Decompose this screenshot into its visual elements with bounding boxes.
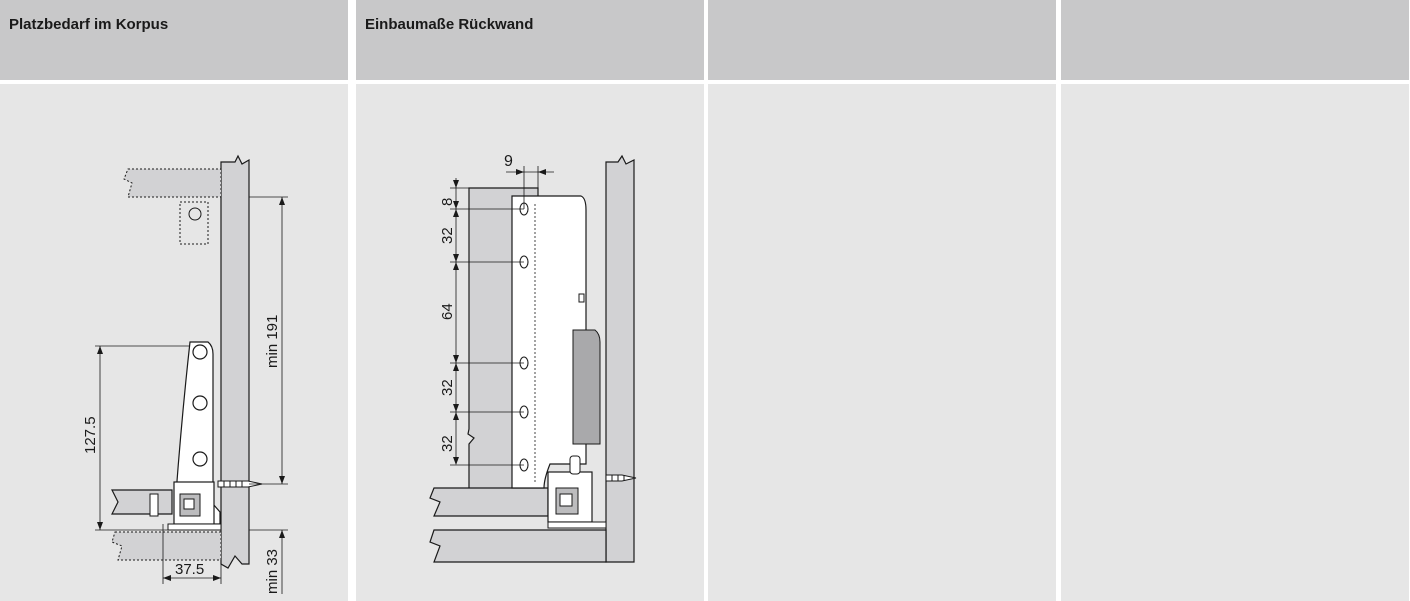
runner-profile <box>167 523 222 531</box>
dimension-label-min191: min 191 <box>264 315 281 368</box>
runner-profile <box>547 521 607 529</box>
bottom-screw <box>149 493 159 517</box>
column-title: Einbaumaße Rückwand <box>365 16 534 33</box>
dimension-label-32: 32 <box>439 227 456 244</box>
column-space-requirement: Platzbedarf im Korpus <box>0 0 348 601</box>
column-header: Platzbedarf im Korpus <box>0 0 348 80</box>
hole-marker <box>188 207 202 221</box>
diagram-panel <box>1061 84 1409 601</box>
column-header: Einbaumaße Rückwand <box>356 0 704 80</box>
drawer-bottom <box>429 487 549 517</box>
column-empty-3 <box>708 0 1056 601</box>
back-bracket <box>511 195 587 489</box>
dimension-label-9: 9 <box>504 153 513 170</box>
space-requirement-diagram: 127.5 min 191 min 33 37.5 <box>82 154 288 594</box>
back-panel-diagram: 8 32 64 32 32 9 <box>429 153 637 563</box>
cabinet-side-wall <box>220 154 250 569</box>
bracket-hole <box>192 344 208 360</box>
dimension-label-8: 8 <box>439 198 456 206</box>
cabinet-side-wall <box>605 154 635 563</box>
dimension-label-min33: min 33 <box>264 549 281 594</box>
dimension-label-32: 32 <box>439 435 456 452</box>
column-empty-4 <box>1061 0 1409 601</box>
screw <box>605 474 637 482</box>
dimension-label-32: 32 <box>439 379 456 396</box>
dimension-label-height: 127.5 <box>82 416 99 454</box>
dimension-label-64: 64 <box>439 303 456 320</box>
bracket-hole <box>192 451 208 467</box>
screw <box>217 480 263 488</box>
diagram-panel <box>708 84 1056 601</box>
upper-shelf-outline <box>123 168 222 198</box>
drill-position <box>179 201 209 245</box>
bracket-hole <box>192 395 208 411</box>
runner-clip-detail <box>559 493 573 507</box>
diagram-panel: 8 32 64 32 32 9 <box>356 84 704 601</box>
runner-cover <box>572 329 601 445</box>
column-title: Platzbedarf im Korpus <box>9 16 169 33</box>
column-header <box>1061 0 1409 80</box>
dimension-label-depth: 37.5 <box>175 561 204 578</box>
diagram-panel: 127.5 min 191 min 33 37.5 <box>0 84 348 601</box>
cabinet-bottom <box>429 529 607 563</box>
column-header <box>708 0 1056 80</box>
lower-shelf-outline <box>111 531 222 561</box>
column-back-panel-dimensions: Einbaumaße Rückwand <box>356 0 704 601</box>
runner-clip-detail <box>183 498 195 510</box>
drawer-bottom <box>111 489 173 515</box>
